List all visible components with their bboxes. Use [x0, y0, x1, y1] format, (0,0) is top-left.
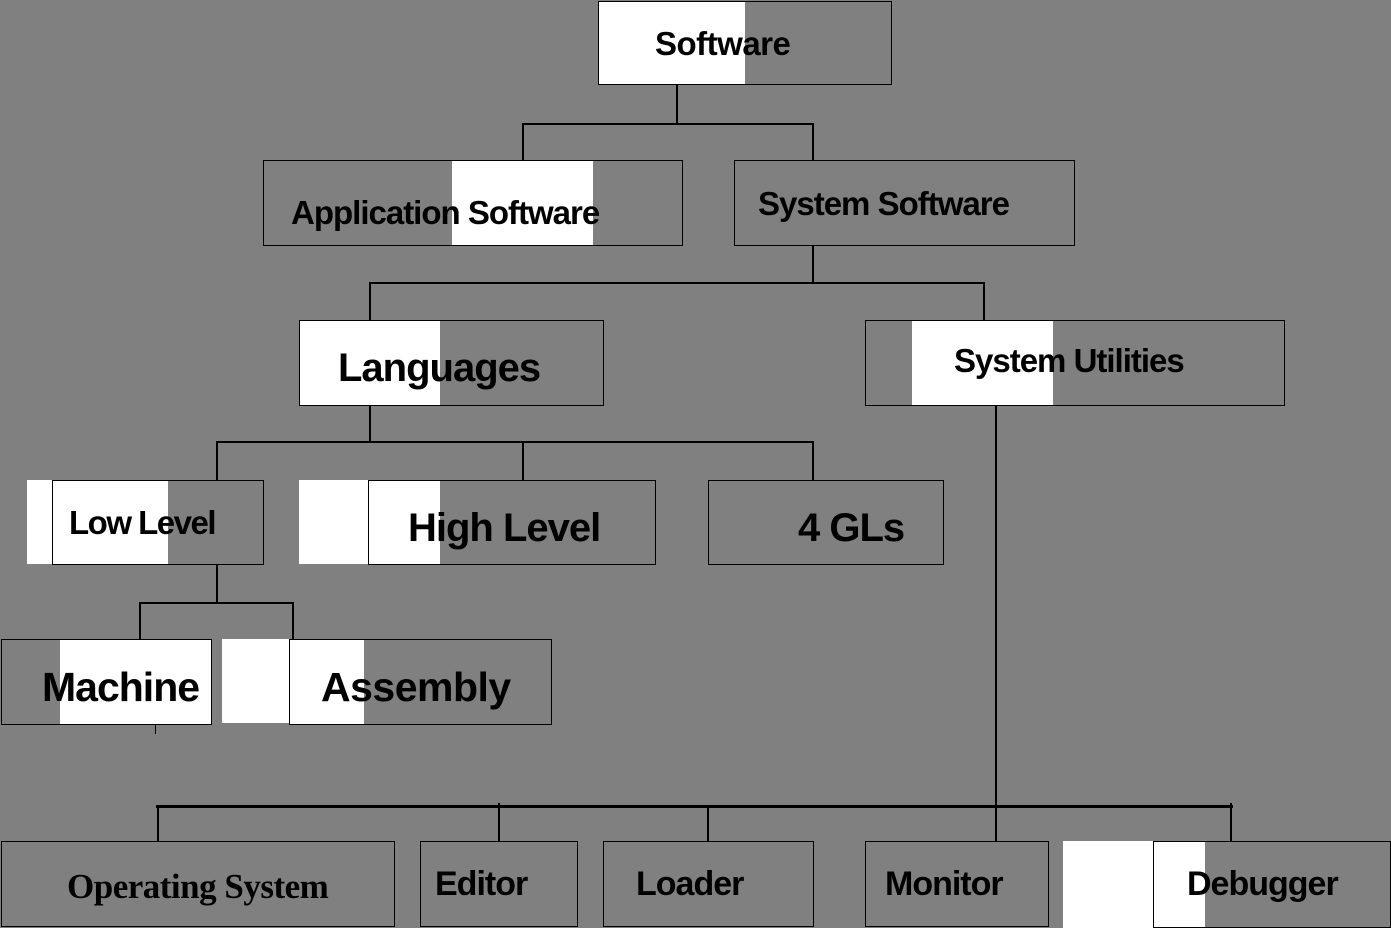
connector-line [1230, 803, 1232, 842]
connector-line [216, 564, 218, 603]
node-languages: Languages [299, 320, 604, 406]
node-label: Assembly [321, 664, 511, 710]
node-debugger: Debugger [1153, 841, 1391, 928]
connector-line [498, 803, 500, 842]
connector-line [369, 405, 371, 442]
node-editor: Editor [420, 841, 578, 927]
highlight-patch [1063, 841, 1155, 928]
node-label: System Software [758, 185, 1010, 222]
node-label: Languages [338, 346, 541, 390]
connector-line [139, 602, 141, 640]
node-label: Machine [42, 664, 200, 710]
connector-line [812, 123, 814, 161]
connector-tick [155, 724, 156, 734]
highlight-patch [300, 321, 440, 405]
node-software: Software [598, 1, 892, 85]
node-low-level: Low Level [52, 480, 264, 565]
connector-line [216, 441, 218, 481]
connector-line [157, 805, 159, 850]
node-label: System Utilities [954, 342, 1185, 379]
node-assembly: Assembly [289, 639, 552, 725]
node-monitor: Monitor [865, 841, 1049, 927]
highlight-patch [60, 640, 211, 724]
highlight-patch [452, 161, 593, 245]
highlight-patch [27, 480, 54, 564]
connector-line [812, 441, 814, 481]
connector-line [983, 282, 985, 321]
connector-line [707, 805, 709, 842]
node-label: Loader [636, 865, 744, 903]
connector-line [995, 405, 997, 843]
node-label: Debugger [1187, 865, 1339, 903]
node-system-utilities: System Utilities [865, 320, 1285, 406]
connector-line [522, 123, 814, 125]
node-label: Editor [435, 865, 528, 903]
connector-line [369, 282, 985, 284]
highlight-patch [369, 481, 440, 564]
connector-line [812, 245, 814, 283]
connector-line [139, 602, 294, 604]
node-machine: Machine [1, 639, 212, 725]
highlight-patch [912, 321, 1053, 405]
node-4gls: 4 GLs [708, 480, 944, 565]
connector-line [156, 805, 1233, 808]
highlight-patch [222, 639, 290, 723]
node-operating-system: Operating System [1, 841, 395, 927]
node-system-software: System Software [734, 160, 1075, 246]
node-label: High Level [408, 506, 601, 550]
connector-line [369, 282, 371, 321]
node-label: 4 GLs [798, 506, 905, 550]
highlight-patch [1154, 842, 1205, 927]
node-label: Software [655, 25, 791, 62]
highlight-patch [599, 2, 745, 84]
connector-line [216, 441, 814, 443]
node-label: Monitor [885, 865, 1004, 903]
connector-line [522, 441, 524, 481]
connector-line [522, 123, 524, 161]
highlight-patch [53, 481, 168, 564]
highlight-patch [299, 480, 369, 564]
node-application-software: Application Software [263, 160, 683, 246]
node-label: Operating System [67, 867, 329, 906]
node-label: Low Level [69, 504, 217, 541]
connector-line [676, 84, 678, 125]
connector-line [292, 602, 294, 640]
node-high-level: High Level [368, 480, 656, 565]
highlight-patch [290, 640, 364, 724]
node-label: Application Software [291, 194, 600, 231]
node-loader: Loader [603, 841, 814, 927]
